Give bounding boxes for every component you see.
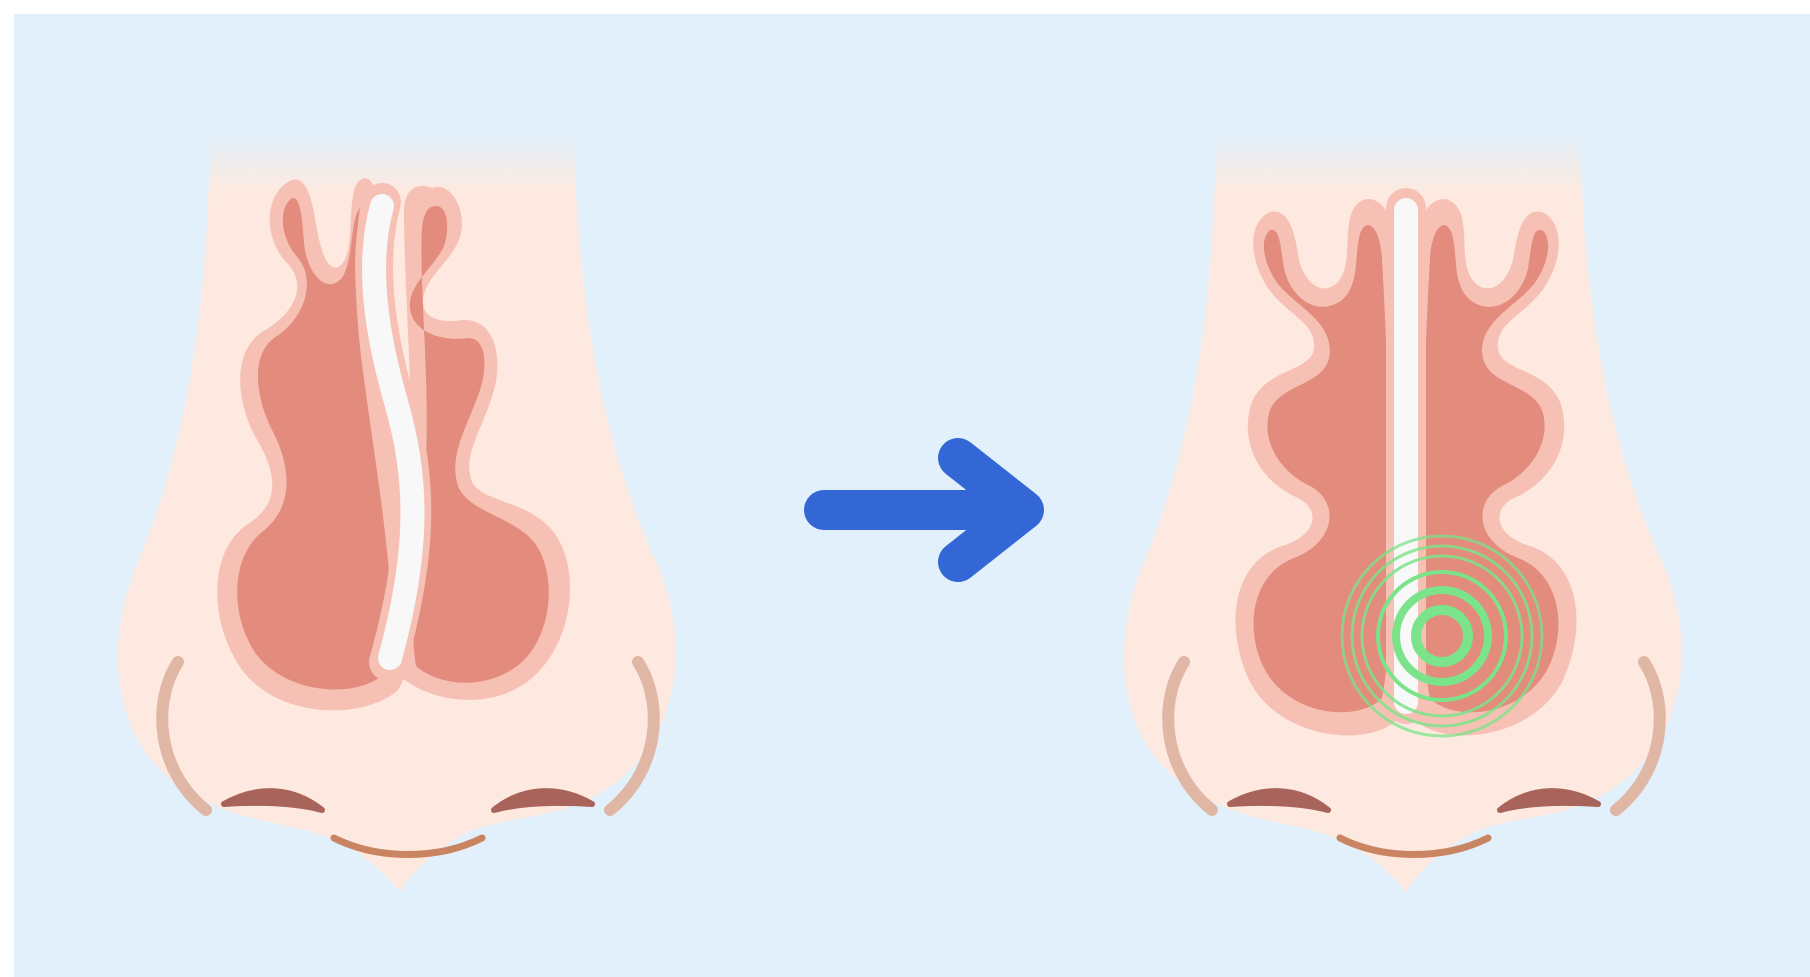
nose-after [1124, 132, 1682, 892]
arrow-right-icon [824, 458, 1024, 562]
septoplasty-diagram [14, 14, 1810, 977]
nose-before [118, 132, 676, 892]
diagram-canvas [14, 14, 1810, 977]
